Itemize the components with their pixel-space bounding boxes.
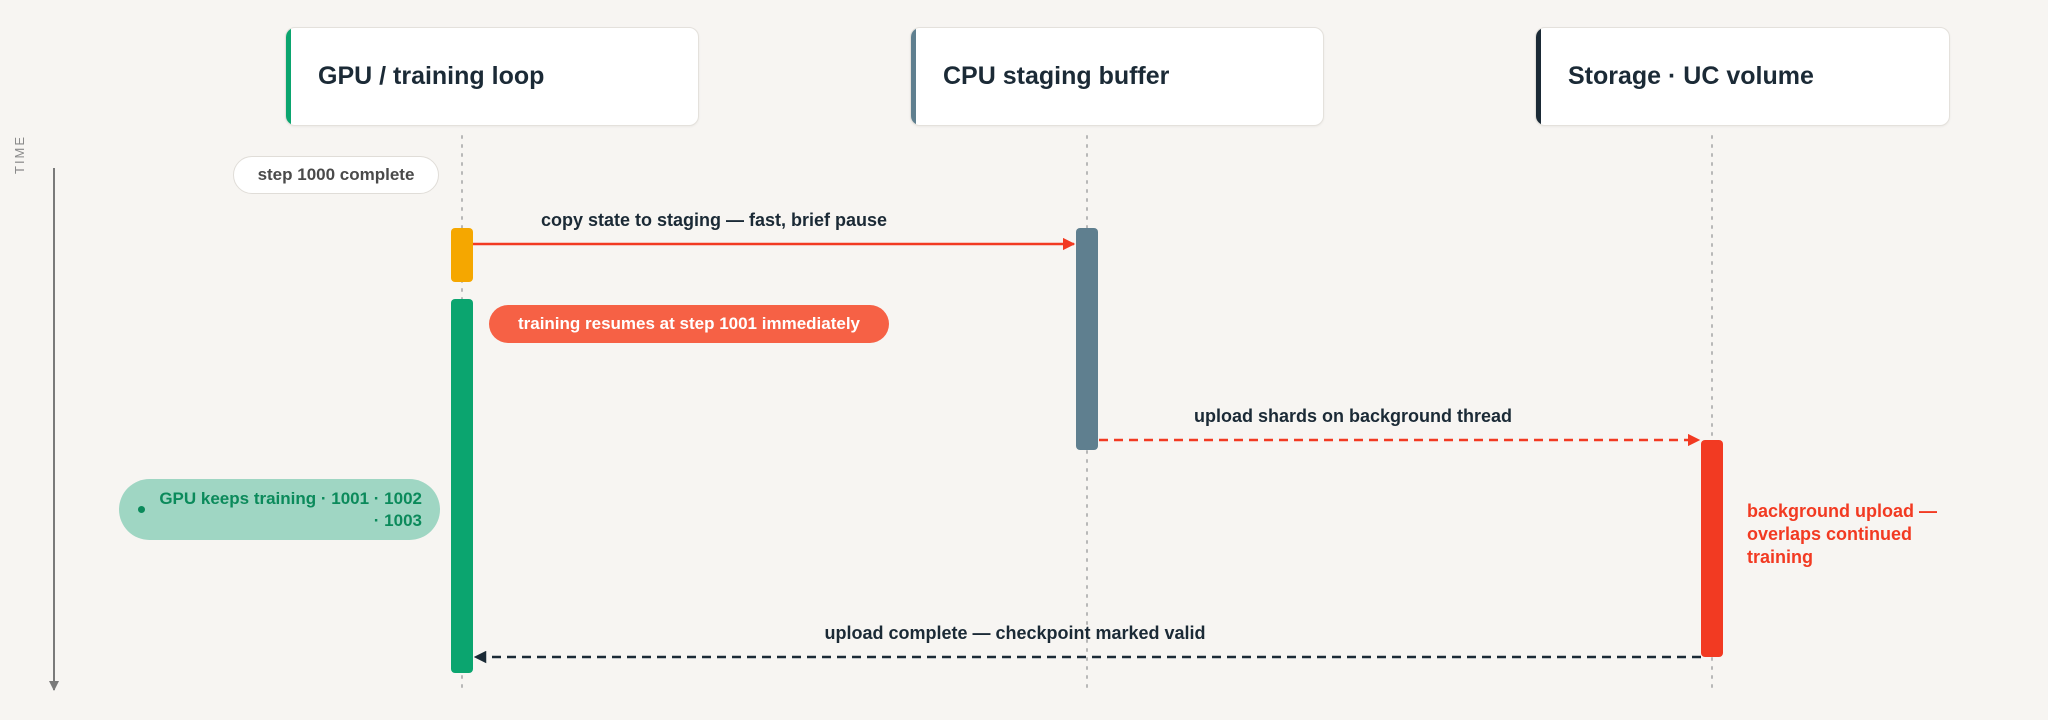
lane-header-gpu: GPU / training loop bbox=[285, 27, 699, 126]
lane-header-cpu: CPU staging buffer bbox=[910, 27, 1324, 126]
gpu-keeps-training-text: GPU keeps training · 1001 · 1002 · 1003 bbox=[159, 489, 422, 530]
lane-title-cpu: CPU staging buffer bbox=[943, 62, 1170, 90]
gpu-pause-bar bbox=[451, 228, 473, 282]
lane-accent-storage bbox=[1536, 28, 1541, 125]
time-axis-label: TIME bbox=[12, 134, 27, 174]
background-upload-note: background upload — overlaps continued t… bbox=[1747, 501, 1938, 567]
gpu-keeps-training-note: GPU keeps training · 1001 · 1002 · 1003 bbox=[119, 479, 440, 540]
lane-accent-cpu bbox=[911, 28, 916, 125]
bullet-dot-icon bbox=[138, 506, 145, 513]
storage-upload-bar bbox=[1701, 440, 1723, 657]
gpu-training-bar bbox=[451, 299, 473, 673]
training-resumes-badge: training resumes at step 1001 immediatel… bbox=[489, 305, 889, 343]
lane-header-storage: Storage · UC volume bbox=[1535, 27, 1950, 126]
lane-title-gpu: GPU / training loop bbox=[318, 62, 545, 90]
lane-title-storage: Storage · UC volume bbox=[1568, 62, 1814, 90]
upload-complete-label: upload complete — checkpoint marked vali… bbox=[824, 623, 1206, 643]
lane-accent-gpu bbox=[286, 28, 291, 125]
upload-shards-label: upload shards on background thread bbox=[1193, 406, 1513, 426]
step-complete-badge: step 1000 complete bbox=[233, 156, 439, 194]
copy-state-label: copy state to staging — fast, brief paus… bbox=[540, 210, 888, 230]
cpu-staging-bar bbox=[1076, 228, 1098, 450]
